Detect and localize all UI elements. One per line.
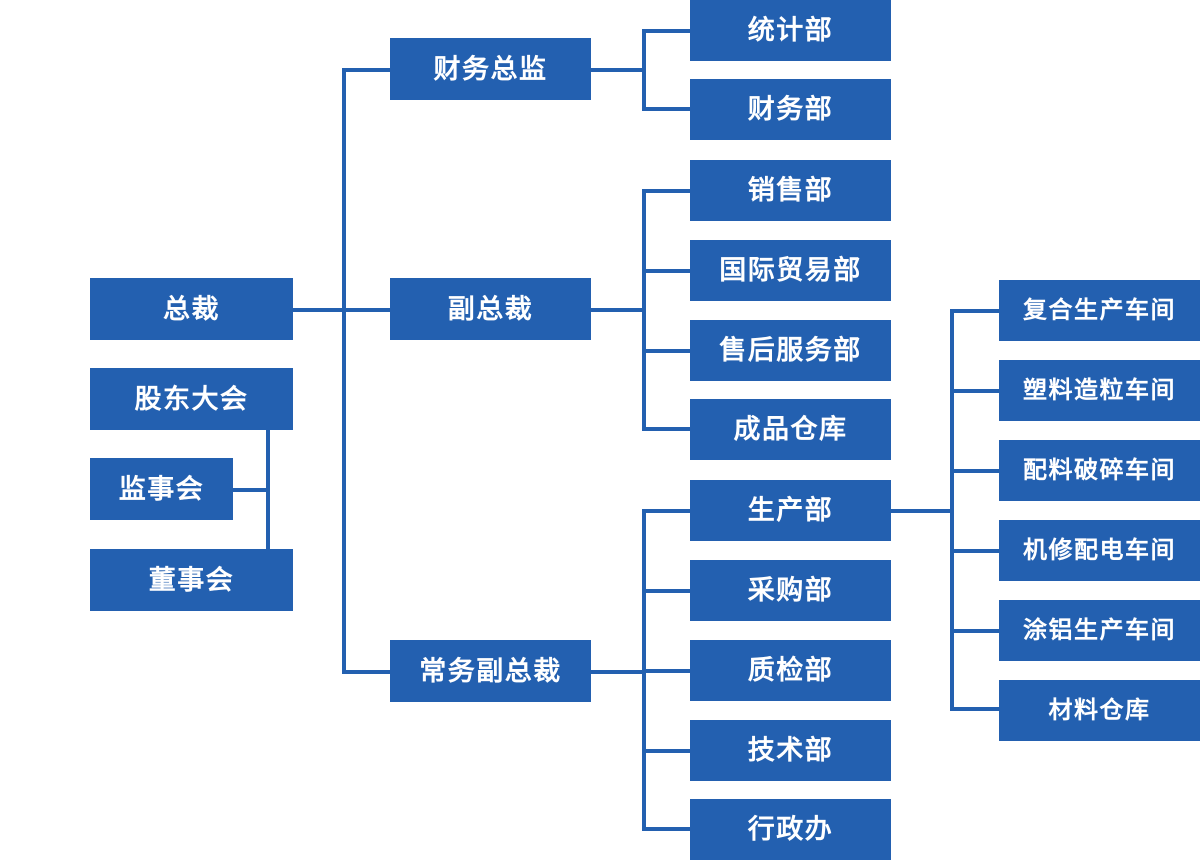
connector-cfo-to-bus <box>590 68 646 72</box>
node-material-warehouse[interactable]: 材料仓库 <box>999 680 1200 741</box>
node-president[interactable]: 总裁 <box>90 278 293 340</box>
connector-production-dept-to-bus <box>890 509 954 513</box>
node-board-of-directors[interactable]: 董事会 <box>90 549 293 611</box>
connector-bus-to-administration-office <box>642 827 692 831</box>
connector-bus-to-after-sales-dept <box>642 349 692 353</box>
connector-vice-president-to-bus <box>590 308 646 312</box>
node-maintenance-power-workshop-label: 机修配电车间 <box>1023 536 1176 564</box>
connector-trunk-to-vice-president <box>342 308 392 312</box>
connector-bus-to-aluminum-coating-workshop <box>950 629 1001 633</box>
connector-bus-to-batching-crushing-workshop <box>950 469 1001 473</box>
node-batching-crushing-workshop[interactable]: 配料破碎车间 <box>999 440 1200 501</box>
node-supervisory-board-label: 监事会 <box>118 473 205 504</box>
connector-governance-bus-to-supervisory-board <box>231 488 270 492</box>
node-administration-office-label: 行政办 <box>747 814 834 844</box>
node-production-dept[interactable]: 生产部 <box>690 480 891 541</box>
connector-bus-to-sales-dept <box>642 189 692 193</box>
node-composite-production-workshop[interactable]: 复合生产车间 <box>999 280 1200 341</box>
connector-bus-to-material-warehouse <box>950 707 1001 711</box>
node-quality-inspection-dept-label: 质检部 <box>747 655 834 685</box>
node-production-dept-label: 生产部 <box>747 495 834 525</box>
node-batching-crushing-workshop-label: 配料破碎车间 <box>1023 456 1176 484</box>
node-maintenance-power-workshop[interactable]: 机修配电车间 <box>999 520 1200 581</box>
node-president-label: 总裁 <box>163 293 220 324</box>
node-technology-dept-label: 技术部 <box>747 735 834 765</box>
node-finished-goods-warehouse[interactable]: 成品仓库 <box>690 399 891 460</box>
node-executive-vice-president[interactable]: 常务副总裁 <box>390 640 591 702</box>
node-purchasing-dept[interactable]: 采购部 <box>690 560 891 621</box>
node-sales-dept-label: 销售部 <box>747 175 834 205</box>
node-quality-inspection-dept[interactable]: 质检部 <box>690 640 891 701</box>
node-material-warehouse-label: 材料仓库 <box>1048 696 1151 724</box>
node-executive-vice-president-label: 常务副总裁 <box>419 655 562 686</box>
node-composite-production-workshop-label: 复合生产车间 <box>1023 296 1176 324</box>
connector-bus-to-technology-dept <box>642 749 692 753</box>
node-shareholders-meeting-label: 股东大会 <box>134 383 249 414</box>
node-plastic-granulation-workshop[interactable]: 塑料造粒车间 <box>999 360 1200 421</box>
connector-cfo-bus <box>642 29 646 111</box>
connector-vice-president-bus <box>642 189 646 431</box>
connector-exec-vice-president-to-bus <box>590 670 646 674</box>
node-after-sales-dept-label: 售后服务部 <box>719 335 862 365</box>
node-statistics-dept-label: 统计部 <box>747 15 834 45</box>
node-aluminum-coating-workshop[interactable]: 涂铝生产车间 <box>999 600 1200 661</box>
node-finance-dept[interactable]: 财务部 <box>690 79 891 140</box>
node-cfo-label: 财务总监 <box>433 53 548 84</box>
node-international-trade-dept-label: 国际贸易部 <box>719 255 862 285</box>
node-vice-president[interactable]: 副总裁 <box>390 278 591 340</box>
node-finished-goods-warehouse-label: 成品仓库 <box>733 414 848 444</box>
node-finance-dept-label: 财务部 <box>747 94 834 124</box>
node-administration-office[interactable]: 行政办 <box>690 799 891 860</box>
node-sales-dept[interactable]: 销售部 <box>690 160 891 221</box>
connector-bus-to-composite-production-workshop <box>950 309 1001 313</box>
node-supervisory-board[interactable]: 监事会 <box>90 458 233 520</box>
connector-bus-to-plastic-granulation-workshop <box>950 389 1001 393</box>
connector-bus-to-finished-goods-warehouse <box>642 427 692 431</box>
connector-trunk-to-exec-vice-president <box>342 670 392 674</box>
node-plastic-granulation-workshop-label: 塑料造粒车间 <box>1023 376 1176 404</box>
connector-bus-to-purchasing-dept <box>642 589 692 593</box>
node-board-of-directors-label: 董事会 <box>148 564 235 595</box>
node-technology-dept[interactable]: 技术部 <box>690 720 891 781</box>
connector-main-trunk <box>342 68 346 674</box>
connector-bus-to-maintenance-power-workshop <box>950 549 1001 553</box>
connector-workshops-bus <box>950 309 954 711</box>
node-statistics-dept[interactable]: 统计部 <box>690 0 891 61</box>
connector-bus-to-statistics-dept <box>642 29 692 33</box>
node-after-sales-dept[interactable]: 售后服务部 <box>690 320 891 381</box>
connector-bus-to-quality-inspection-dept <box>642 669 692 673</box>
node-cfo[interactable]: 财务总监 <box>390 38 591 100</box>
connector-bus-to-finance-dept <box>642 107 692 111</box>
connector-trunk-to-cfo <box>342 68 392 72</box>
connector-bus-to-international-trade-dept <box>642 269 692 273</box>
node-aluminum-coating-workshop-label: 涂铝生产车间 <box>1023 616 1176 644</box>
connector-president-to-trunk <box>293 308 346 312</box>
node-international-trade-dept[interactable]: 国际贸易部 <box>690 240 891 301</box>
node-purchasing-dept-label: 采购部 <box>747 575 834 605</box>
node-shareholders-meeting[interactable]: 股东大会 <box>90 368 293 430</box>
node-vice-president-label: 副总裁 <box>447 293 534 324</box>
connector-bus-to-production-dept <box>642 509 692 513</box>
